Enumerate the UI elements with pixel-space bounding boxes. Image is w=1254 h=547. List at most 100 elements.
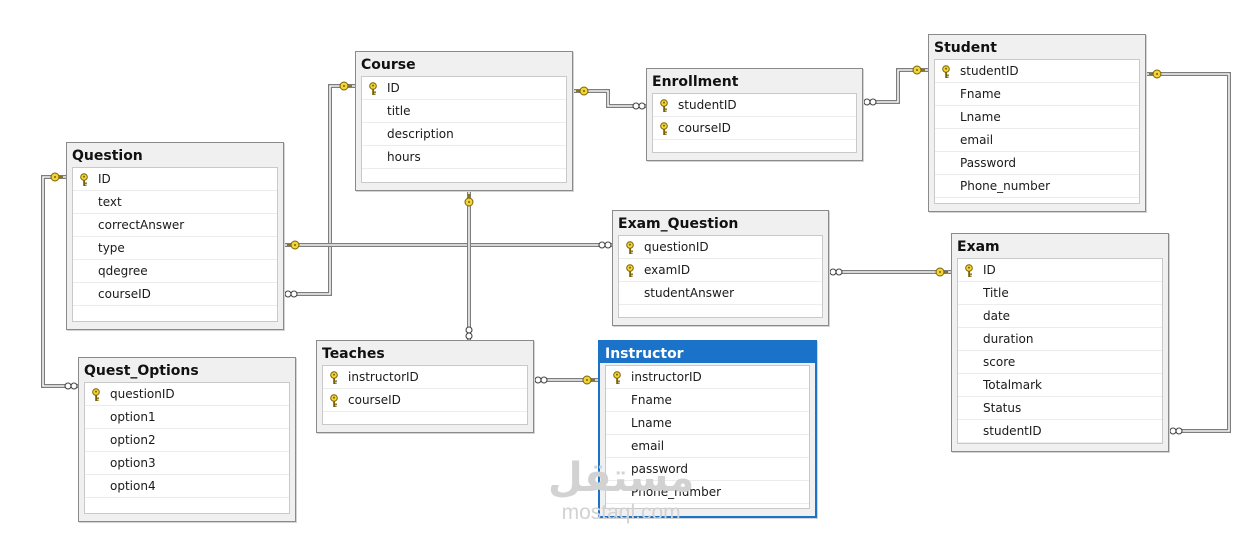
- column-row[interactable]: qdegree: [73, 260, 277, 283]
- column-row[interactable]: email: [606, 435, 809, 458]
- column-row[interactable]: instructorID: [606, 366, 809, 389]
- relationship-course-enrollment[interactable]: [573, 86, 646, 110]
- column-row[interactable]: score: [958, 351, 1162, 374]
- column-row[interactable]: email: [935, 129, 1139, 152]
- table-teaches[interactable]: Teaches instructorID courseID: [316, 340, 534, 433]
- column-name: courseID: [678, 121, 731, 135]
- column-name: studentAnswer: [644, 286, 735, 300]
- table-title[interactable]: Teaches: [322, 346, 385, 362]
- primary-key-icon: [942, 65, 950, 78]
- watermark: مستقل mostaql.com: [548, 458, 694, 524]
- column-name: Fname: [960, 87, 1001, 101]
- column-row[interactable]: ID: [362, 77, 566, 100]
- table-title[interactable]: Instructor: [600, 342, 815, 363]
- table-title[interactable]: Student: [934, 40, 997, 56]
- relationship-instructor-teaches[interactable]: [534, 375, 598, 385]
- column-row[interactable]: Fname: [935, 83, 1139, 106]
- column-row[interactable]: option3: [85, 452, 289, 475]
- many-end-infinity-icon: [465, 326, 473, 340]
- column-row[interactable]: instructorID: [323, 366, 527, 389]
- table-title[interactable]: Enrollment: [652, 74, 739, 90]
- relationship-question-exam-question[interactable]: [284, 240, 612, 250]
- column-row[interactable]: studentID: [935, 60, 1139, 83]
- table-title[interactable]: Exam: [957, 239, 1000, 255]
- column-row[interactable]: date: [958, 305, 1162, 328]
- relationship-line-outer: [863, 68, 928, 104]
- column-row[interactable]: studentID: [653, 94, 856, 117]
- many-end-infinity-icon: [534, 376, 548, 384]
- column-name: ID: [98, 172, 111, 186]
- column-row[interactable]: courseID: [323, 389, 527, 412]
- table-title[interactable]: Question: [72, 148, 143, 164]
- primary-key-icon: [660, 122, 668, 135]
- column-row[interactable]: Phone_number: [935, 175, 1139, 198]
- relationship-question-quest-options[interactable]: [41, 172, 78, 390]
- column-row[interactable]: Phone_number: [606, 481, 809, 504]
- column-row[interactable]: examID: [619, 259, 822, 282]
- table-enrollment[interactable]: Enrollment studentID courseID: [646, 68, 863, 161]
- relationship-student-enrollment[interactable]: [863, 65, 928, 106]
- column-row[interactable]: text: [73, 191, 277, 214]
- table-title[interactable]: Exam_Question: [618, 216, 739, 232]
- column-name: courseID: [348, 393, 401, 407]
- one-end-key-icon: [935, 267, 948, 277]
- column-row[interactable]: studentAnswer: [619, 282, 822, 305]
- relationship-course-teaches[interactable]: [464, 191, 474, 340]
- column-row[interactable]: duration: [958, 328, 1162, 351]
- column-row[interactable]: Lname: [606, 412, 809, 435]
- one-end-key-icon: [582, 375, 595, 385]
- column-row[interactable]: studentID: [958, 420, 1162, 443]
- column-name: option3: [110, 456, 156, 470]
- column-name: Title: [983, 286, 1009, 300]
- one-end-key-icon: [1149, 69, 1162, 79]
- column-row[interactable]: correctAnswer: [73, 214, 277, 237]
- column-row[interactable]: option1: [85, 406, 289, 429]
- column-name: email: [631, 439, 665, 453]
- column-row[interactable]: Status: [958, 397, 1162, 420]
- column-row[interactable]: description: [362, 123, 566, 146]
- column-row[interactable]: Fname: [606, 389, 809, 412]
- column-name: description: [387, 127, 454, 141]
- column-row[interactable]: type: [73, 237, 277, 260]
- column-row[interactable]: option4: [85, 475, 289, 498]
- column-name: Password: [960, 156, 1017, 170]
- column-row[interactable]: questionID: [85, 383, 289, 406]
- relationship-student-exam[interactable]: [1146, 69, 1231, 435]
- relationship-line-inner: [863, 69, 928, 103]
- column-name: text: [98, 195, 122, 209]
- column-row[interactable]: courseID: [73, 283, 277, 306]
- relationship-exam-exam-question[interactable]: [829, 267, 951, 277]
- column-row[interactable]: Title: [958, 282, 1162, 305]
- column-row[interactable]: courseID: [653, 117, 856, 140]
- column-row[interactable]: title: [362, 100, 566, 123]
- column-row[interactable]: hours: [362, 146, 566, 169]
- column-row[interactable]: option2: [85, 429, 289, 452]
- column-row[interactable]: ID: [958, 259, 1162, 282]
- column-name: type: [98, 241, 125, 255]
- column-row[interactable]: questionID: [619, 236, 822, 259]
- column-row[interactable]: ID: [73, 168, 277, 191]
- relationship-line-inner: [1146, 73, 1230, 432]
- column-name: hours: [387, 150, 421, 164]
- column-row[interactable]: password: [606, 458, 809, 481]
- relationship-course-question[interactable]: [284, 81, 355, 298]
- one-end-key-icon: [339, 81, 352, 91]
- table-title[interactable]: Quest_Options: [84, 363, 199, 379]
- column-row[interactable]: Totalmark: [958, 374, 1162, 397]
- table-title[interactable]: Course: [361, 57, 416, 73]
- many-end-infinity-icon: [829, 268, 843, 276]
- column-row[interactable]: Password: [935, 152, 1139, 175]
- column-row[interactable]: Lname: [935, 106, 1139, 129]
